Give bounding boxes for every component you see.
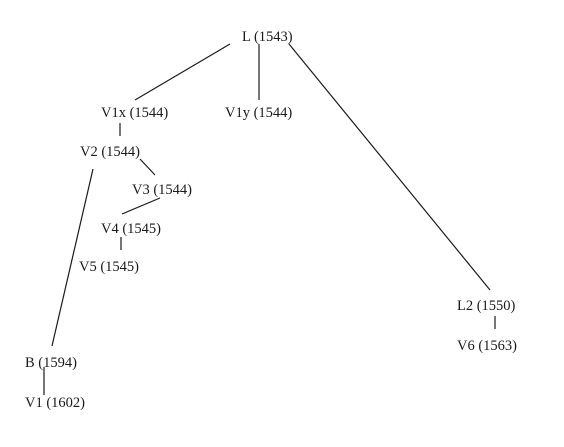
node-V1y: V1y (1544) (225, 105, 292, 121)
node-L2: L2 (1550) (457, 298, 516, 314)
node-V3: V3 (1544) (132, 182, 192, 198)
edge-V3-V4 (121, 197, 161, 215)
edge-lines (43, 43, 496, 395)
node-V2: V2 (1544) (80, 144, 140, 160)
node-V1x: V1x (1544) (101, 105, 168, 121)
node-V5: V5 (1545) (79, 259, 139, 275)
node-V6: V6 (1563) (457, 338, 517, 354)
node-labels: L (1543) V1x (1544) V1y (1544) V2 (1544)… (25, 29, 517, 411)
edge-V2-B (51, 168, 94, 347)
node-L: L (1543) (242, 29, 293, 45)
edge-L-V1x (134, 43, 231, 101)
node-V4: V4 (1545) (101, 221, 161, 237)
node-B: B (1594) (25, 355, 77, 371)
edge-V2-V3 (139, 158, 156, 176)
node-V1: V1 (1602) (25, 395, 85, 411)
edge-L-L2 (288, 43, 491, 291)
